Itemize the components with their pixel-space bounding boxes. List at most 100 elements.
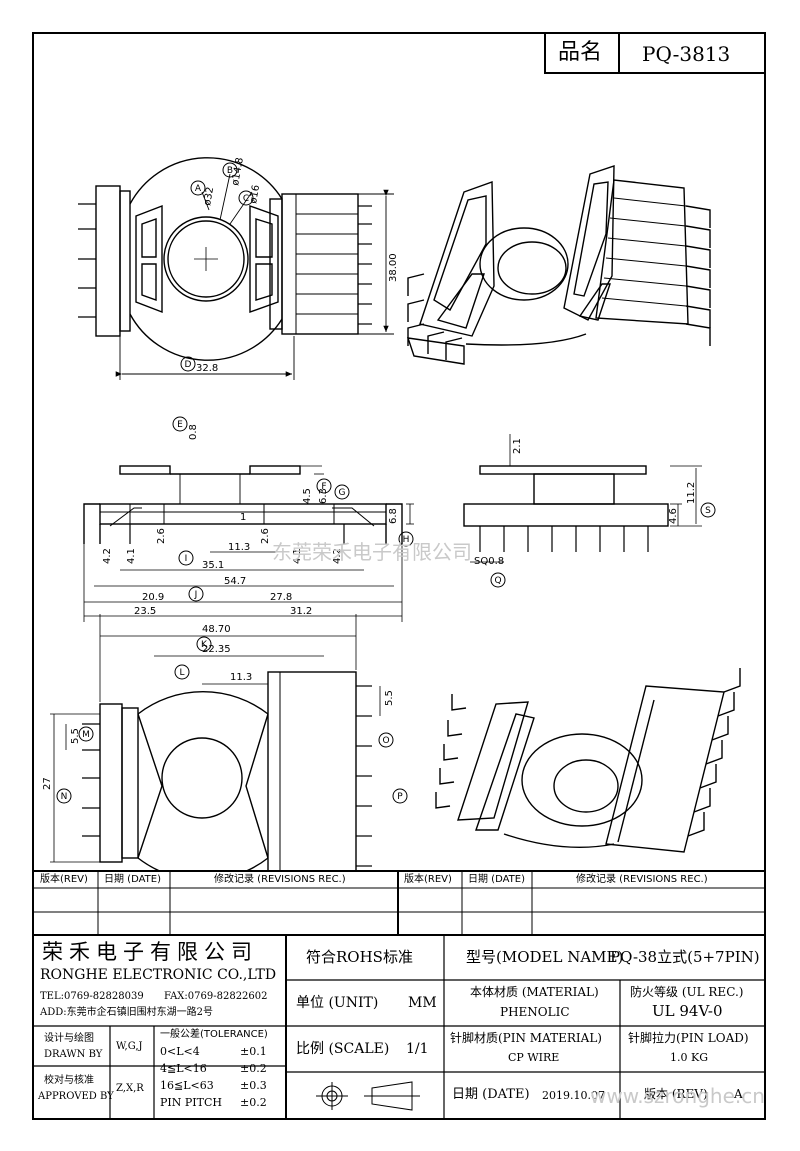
callout-q: Q: [494, 576, 501, 586]
dim-4-2-b: 4.2: [332, 548, 343, 564]
dim-48-70: 48.70: [202, 624, 231, 635]
callout-g: G: [339, 488, 346, 498]
dim-22-35: 22.35: [202, 644, 231, 655]
dim-38: 38.00: [388, 253, 399, 282]
dim-6-3: 6.3: [318, 488, 329, 504]
dim-1: 1: [240, 512, 246, 523]
dim-2-6-b: 2.6: [260, 528, 271, 544]
callout-c: C: [243, 194, 249, 204]
approver-value: Z,X,R: [116, 1083, 144, 1094]
dim-4-1-a: 4.1: [126, 548, 137, 564]
tolerance-title: 一般公差(TOLERANCE): [160, 1029, 268, 1040]
top-view-2: [50, 614, 381, 870]
technical-drawing: A B C D E F G H I J Q S K L M N O P ø32 …: [42, 157, 741, 870]
dim-27: 27: [42, 777, 53, 790]
dim-11-2: 11.2: [686, 482, 697, 504]
ul-label: 防火等级 (UL REC.): [630, 985, 744, 999]
version-label: 版本 (REV): [644, 1087, 708, 1101]
designer-label-cn: 设计与绘图: [44, 1033, 94, 1044]
company-fax: FAX:0769-82822602: [164, 991, 268, 1002]
dim-2-1: 2.1: [512, 438, 523, 454]
name-label: 品名: [558, 40, 603, 65]
tol-value-0: ±0.1: [240, 1045, 267, 1058]
dim-35-1: 35.1: [202, 560, 224, 571]
dim-4-6: 4.6: [668, 508, 679, 524]
scale-value: 1/1: [406, 1041, 429, 1057]
unit-value: MM: [408, 995, 437, 1011]
rev-col-1: 版本(REV): [40, 874, 88, 885]
callout-n: N: [61, 792, 68, 802]
date-label: 日期 (DATE): [452, 1087, 530, 1102]
dim-2-6-a: 2.6: [156, 528, 167, 544]
dim-23-5: 23.5: [134, 606, 156, 617]
callout-a: A: [195, 184, 202, 194]
dim-32-8: 32.8: [196, 363, 218, 374]
dim-phi16: ø16: [248, 184, 262, 204]
callout-s: S: [705, 506, 711, 516]
tol-range-0: 0<L<4: [160, 1045, 200, 1058]
pin-material-label: 针脚材质(PIN MATERIAL): [450, 1031, 602, 1045]
dim-sq0-8: SQ0.8: [474, 556, 504, 567]
dim-4-1-b: 4.1: [292, 548, 303, 564]
date-col-2: 日期 (DATE): [468, 874, 525, 885]
title-block: 荣禾电子有限公司 RONGHE ELECTRONIC CO.,LTD TEL:0…: [34, 936, 765, 1118]
tol-range-2: 16≦L<63: [160, 1079, 214, 1092]
dim-20-9: 20.9: [142, 592, 164, 603]
callout-i: I: [185, 554, 188, 564]
pin-load-label: 针脚拉力(PIN LOAD): [628, 1031, 749, 1045]
scale-label: 比例 (SCALE): [296, 1041, 390, 1057]
material-value: PHENOLIC: [500, 1005, 570, 1019]
designer-value: W,G,J: [116, 1041, 143, 1052]
drawing-sheet: 品名 PQ-3813: [32, 32, 766, 1120]
approver-label-cn: 校对与核准: [44, 1075, 94, 1086]
date-col-1: 日期 (DATE): [104, 874, 161, 885]
model-label: 型号(MODEL NAME): [466, 948, 624, 966]
approver-label-en: APPROVED BY: [38, 1091, 114, 1102]
ul-value: UL 94V-0: [652, 1002, 723, 1020]
dim-11-3-a: 11.3: [228, 542, 250, 553]
tol-value-2: ±0.3: [240, 1079, 267, 1092]
isometric-view-2: [435, 668, 741, 853]
callout-b: B: [227, 166, 233, 176]
revision-table: 版本(REV) 日期 (DATE) 修改记录 (REVISIONS REC.) …: [34, 870, 764, 936]
tol-range-3: PIN PITCH: [160, 1096, 222, 1109]
company-name-en: RONGHE ELECTRONIC CO.,LTD: [40, 967, 277, 983]
rohs-label: 符合ROHS标准: [306, 948, 413, 966]
company-name-cn: 荣禾电子有限公司: [42, 940, 258, 964]
rec-col-2: 修改记录 (REVISIONS REC.): [576, 874, 708, 885]
isometric-view-1: [406, 165, 711, 365]
callout-l: L: [179, 668, 184, 678]
dim-6-8: 6.8: [388, 508, 399, 524]
callout-o: O: [382, 736, 389, 746]
dim-11-3-b: 11.3: [230, 672, 252, 683]
side-view: [83, 465, 414, 622]
rec-col-1: 修改记录 (REVISIONS REC.): [214, 874, 346, 885]
company-tel: TEL:0769-82828039: [40, 991, 144, 1002]
version-value: A: [734, 1087, 743, 1101]
watermark-center: 东莞荣禾电子有限公司: [272, 540, 472, 564]
dim-0-8: 0.8: [188, 424, 199, 440]
dim-phi14-8: ø14.8: [230, 157, 246, 187]
top-view-1: [78, 157, 394, 380]
watermark-url: www.szronghe.cn: [590, 1084, 765, 1108]
dim-phi32: ø32: [202, 186, 216, 206]
dim-31-2: 31.2: [290, 606, 312, 617]
callout-j: J: [194, 590, 198, 600]
designer-label-en: DRAWN BY: [44, 1049, 103, 1060]
callout-m: M: [82, 730, 90, 740]
callout-e: E: [177, 420, 183, 430]
tol-range-1: 4≦L<16: [160, 1062, 207, 1075]
title-header: 品名 PQ-3813: [544, 34, 764, 74]
model-value: PQ-38立式(5+7PIN): [610, 948, 760, 966]
part-number: PQ-3813: [642, 42, 731, 66]
date-value: 2019.10.07: [542, 1089, 605, 1102]
dim-5-5-b: 5.5: [384, 690, 395, 706]
dim-4-2-a: 4.2: [102, 548, 113, 564]
dim-4-5: 4.5: [302, 488, 313, 504]
callout-f: F: [321, 482, 326, 492]
tol-value-3: ±0.2: [240, 1096, 267, 1109]
front-view: [463, 434, 702, 563]
pin-load-value: 1.0 KG: [670, 1051, 708, 1064]
tol-value-1: ±0.2: [240, 1062, 267, 1075]
callout-k: K: [201, 640, 208, 650]
